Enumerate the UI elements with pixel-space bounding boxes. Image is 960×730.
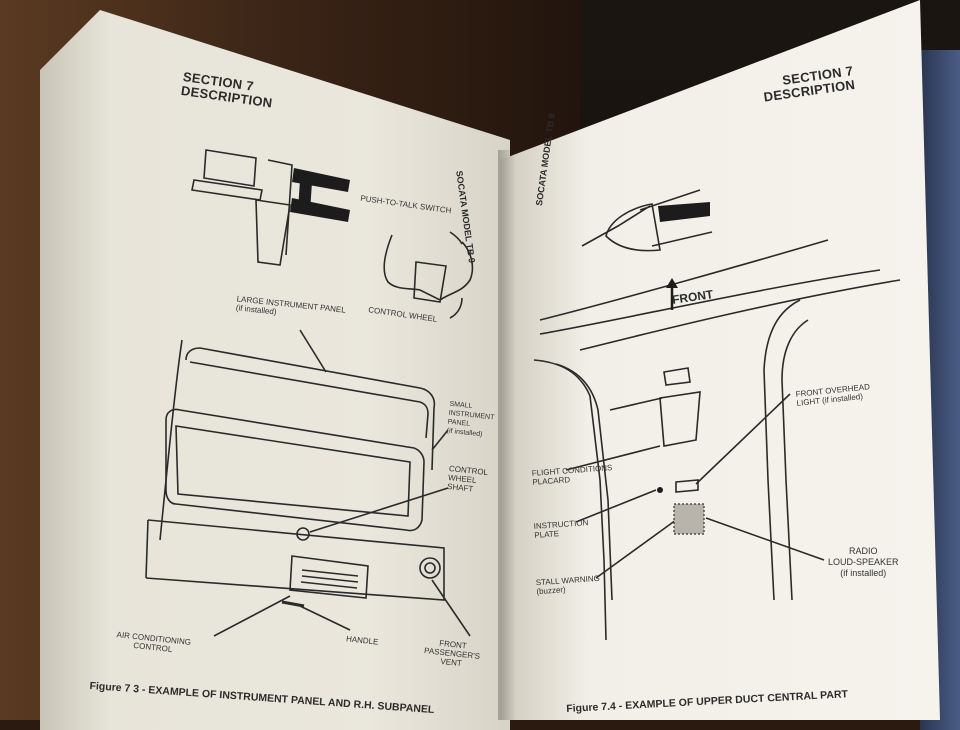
duct-left-inner (555, 363, 613, 601)
label-radio: RADIO LOUD-SPEAKER (if installed) (828, 546, 899, 579)
subpanel-left-edge (145, 519, 149, 579)
front-passenger-vent (419, 557, 441, 579)
leader-wheel (449, 297, 463, 319)
plane-nose (581, 205, 651, 247)
subpanel-outline (145, 519, 445, 601)
schematic-column-edge (267, 159, 293, 256)
leader-placard-top (609, 397, 663, 411)
small-panel-inner (175, 425, 411, 517)
duct-right-inner (781, 319, 809, 601)
front-overhead-light (675, 479, 699, 493)
large-panel-inner (189, 361, 429, 439)
duct-left-outer (533, 359, 607, 641)
leader-ptt (449, 231, 463, 245)
leader-vent (431, 579, 471, 637)
large-panel-outline (185, 347, 436, 471)
label-shaft: CONTROL WHEEL SHAFT (447, 464, 489, 495)
control-wheel-hub (413, 261, 447, 303)
control-wheel-shaft (296, 527, 310, 541)
small-panel-outline (165, 408, 425, 532)
leader-placard (565, 445, 661, 471)
air-vent-slats (281, 569, 359, 608)
plane-wing-top (639, 189, 701, 211)
instrument-panel-drawing (145, 149, 474, 637)
leader-air (213, 595, 291, 637)
label-instruction-plate: INSTRUCTION PLATE (533, 518, 589, 540)
label-radio-line1: RADIO (849, 546, 878, 556)
radio-loudspeaker (673, 503, 705, 535)
left-page (40, 10, 510, 730)
upper-duct-dark-parts (657, 202, 710, 535)
front-overhead-light-top (663, 367, 691, 386)
front-arrow-head (666, 278, 678, 288)
control-wheel-shape (383, 234, 474, 301)
leader-handle (299, 605, 351, 631)
label-vent: FRONT PASSENGER'S VENT (423, 637, 482, 670)
duct-right-outer (763, 299, 801, 601)
instrument-panel-dark-parts (290, 168, 350, 222)
dark-bar-1 (292, 168, 350, 192)
label-small-panel: SMALL INSTRUMENT PANEL (if installed) (446, 400, 495, 441)
plane-body (605, 203, 661, 252)
vent-inner (424, 562, 436, 574)
leader-overhead (695, 393, 791, 485)
leader-stall (595, 519, 677, 579)
leader-large-panel (299, 329, 327, 373)
schematic-box (203, 149, 257, 187)
schematic-column (255, 199, 291, 266)
panel-side-edge (159, 339, 183, 541)
plane-wing-bottom (651, 231, 713, 247)
upper-duct-drawing (533, 189, 901, 641)
stall-warning-buzzer (657, 487, 663, 493)
leader-small-panel (431, 429, 449, 451)
leader-instruction (575, 489, 657, 523)
label-radio-line3: (if installed) (840, 568, 887, 578)
book-gutter (498, 150, 516, 720)
plane-dark-bar (658, 202, 710, 222)
leader-shaft (309, 487, 449, 533)
leader-radio (705, 517, 825, 561)
flight-conditions-placard (659, 391, 701, 447)
duct-top-line (579, 279, 901, 351)
windshield-top-curve (539, 239, 829, 321)
schematic-bar (191, 179, 263, 201)
label-radio-line2: LOUD-SPEAKER (828, 557, 899, 567)
windshield-curve (539, 269, 881, 335)
dark-bar-link (298, 180, 312, 212)
air-conditioning-box (289, 555, 369, 599)
